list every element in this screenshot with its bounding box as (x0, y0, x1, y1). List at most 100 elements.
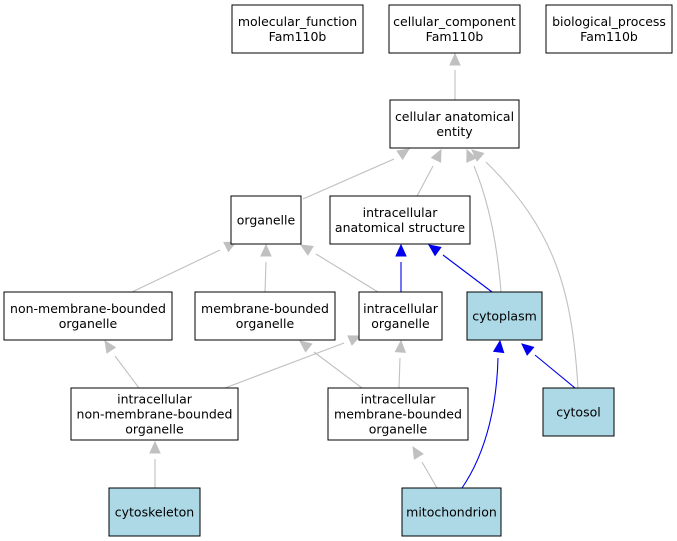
edge-intracellular-membrane-bounded-organelle-to-intracellular-organelle (394, 339, 407, 389)
edge-cytosol-to-cytoplasm (521, 343, 576, 389)
node-box[interactable] (108, 487, 201, 537)
node-box[interactable] (388, 4, 521, 54)
edge-line (302, 158, 395, 200)
edge-intracellular-membrane-bounded-organelle-to-membrane-bounded-organelle (299, 340, 367, 392)
node-label-line: organelle (236, 316, 295, 331)
node-label-line: cytoskeleton (115, 505, 194, 520)
edge-non-membrane-bounded-organelle-to-organelle (131, 241, 238, 293)
node-intracellular-non-membrane-bounded-organelle[interactable]: intracellularnon-membrane-boundedorganel… (70, 387, 239, 441)
node-label-line: membrane-bounded (201, 301, 329, 316)
edge-arrowhead (428, 244, 442, 257)
node-label-line: organelle (371, 316, 430, 331)
edge-line (264, 261, 267, 293)
edge-intracellular-anatomical-structure-to-cellular-anatomical-entity (416, 148, 442, 197)
node-cytoskeleton[interactable]: cytoskeleton (108, 487, 201, 537)
edge-arrowhead (412, 445, 424, 460)
node-label-line: Fam110b (426, 29, 484, 44)
node-label-line: organelle (237, 213, 296, 228)
node-label-line: intracellular (363, 301, 439, 316)
edge-cytoplasm-to-cellular-anatomical-entity (466, 148, 502, 293)
node-label-line: cellular anatomical (395, 109, 514, 124)
node-box[interactable] (389, 99, 520, 149)
node-label-line: intracellular (361, 392, 437, 407)
edge-line (398, 357, 401, 389)
node-mitochondrion[interactable]: mitochondrion (401, 487, 502, 537)
edge-arrowhead (395, 243, 407, 257)
edge-arrowhead (347, 335, 362, 346)
node-label-line: cytosol (556, 405, 600, 420)
edge-arrowhead (104, 339, 117, 354)
edge-line (461, 357, 499, 489)
node-box[interactable] (329, 195, 471, 245)
node-label-line: cellular_component (393, 14, 516, 29)
node-box[interactable] (327, 387, 469, 441)
node-label-line: organelle (59, 316, 118, 331)
node-label-line: non-membrane-bounded (77, 407, 233, 422)
edge-membrane-bounded-organelle-to-organelle (260, 243, 272, 293)
node-label-line: cytoplasm (472, 309, 537, 324)
node-box[interactable] (466, 291, 543, 341)
edge-intracellular-organelle-to-intracellular-anatomical-structure (395, 243, 407, 292)
node-cytosol[interactable]: cytosol (542, 387, 615, 437)
edge-cytoskeleton-to-intracellular-non-membrane-bounded-organelle (149, 440, 161, 488)
edge-intracellular-non-membrane-bounded-organelle-to-non-membrane-bounded-organelle (104, 339, 140, 389)
edge-line (114, 355, 140, 389)
node-box[interactable] (542, 387, 615, 437)
edge-mitochondrion-to-cytoplasm (461, 339, 505, 489)
edge-line (131, 249, 221, 293)
edge-line (313, 351, 367, 392)
node-label-line: entity (436, 124, 473, 139)
edge-arrowhead (471, 149, 485, 162)
node-organelle[interactable]: organelle (230, 195, 302, 245)
node-label-line: biological_process (552, 14, 666, 29)
edge-line (485, 161, 579, 389)
edge-line (473, 165, 502, 293)
node-label-line: intracellular (117, 392, 193, 407)
node-label-line: organelle (369, 422, 428, 437)
node-label-line: organelle (125, 422, 184, 437)
edge-arrowhead (394, 339, 407, 353)
edge-mitochondrion-to-intracellular-membrane-bounded-organelle (412, 445, 438, 489)
node-box[interactable] (545, 4, 673, 54)
edge-line (416, 165, 434, 197)
edge-arrowhead (492, 339, 505, 354)
node-label-line: molecular_function (238, 14, 357, 29)
node-label-line: membrane-bounded (334, 407, 462, 422)
node-box[interactable] (401, 487, 502, 537)
nodes-layer: molecular_functionFam110bcellular_compon… (3, 4, 673, 537)
edge-arrowhead (149, 440, 161, 454)
node-box[interactable] (358, 291, 443, 341)
edges-layer (104, 52, 579, 489)
edge-arrowhead (299, 244, 314, 256)
node-label-line: Fam110b (269, 29, 327, 44)
edge-line (216, 342, 345, 392)
node-box[interactable] (230, 195, 302, 245)
edge-intracellular-non-membrane-bounded-organelle-to-intracellular-organelle (216, 335, 362, 392)
node-cytoplasm[interactable]: cytoplasm (466, 291, 543, 341)
node-box[interactable] (70, 387, 239, 441)
edge-cytoplasm-to-intracellular-anatomical-structure (428, 244, 493, 293)
edge-line (421, 461, 438, 489)
node-label-line: mitochondrion (406, 505, 497, 520)
node-box[interactable] (3, 291, 173, 341)
edge-arrowhead (466, 148, 477, 163)
edge-arrowhead (260, 243, 272, 257)
node-label-line: anatomical structure (335, 220, 465, 235)
edge-arrowhead (430, 148, 442, 163)
edge-line (534, 354, 576, 389)
node-box[interactable] (231, 4, 364, 54)
edge-arrowhead (396, 148, 411, 161)
edge-line (315, 253, 379, 293)
node-box[interactable] (194, 291, 336, 341)
